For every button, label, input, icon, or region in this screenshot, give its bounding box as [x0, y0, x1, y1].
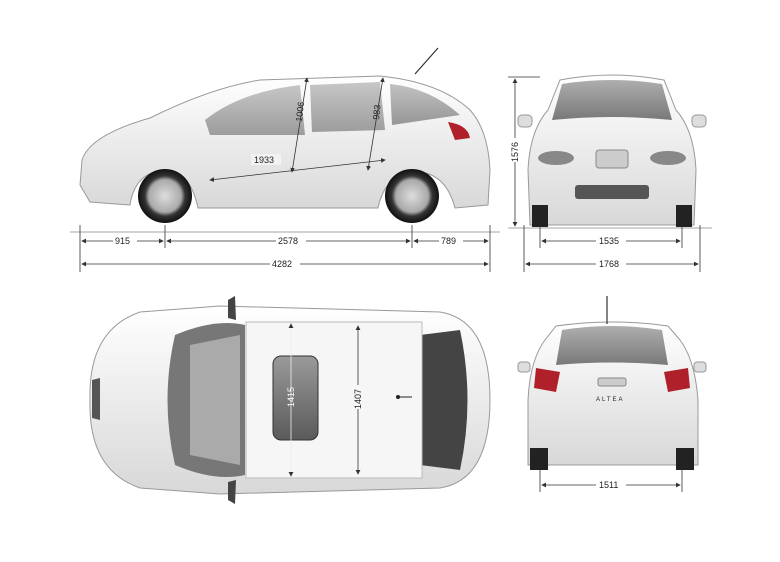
sunroof — [272, 355, 319, 441]
rear-interior-width-label: 1407 — [353, 389, 363, 409]
interior-length-label: 1933 — [254, 155, 274, 165]
overall-length-label: 4282 — [272, 259, 292, 269]
model-badge: ALTEA — [596, 397, 625, 403]
front-wheel — [138, 169, 192, 223]
front-headroom-label: 1006 — [294, 101, 306, 122]
rear-track-label: 1511 — [599, 480, 618, 490]
rear-view-car: ALTEA — [517, 296, 707, 470]
antenna — [414, 47, 439, 75]
front-interior-width-label: 1415 — [286, 387, 296, 407]
front-view-car — [517, 74, 707, 227]
height-label: 1576 — [510, 142, 520, 162]
wheelbase-label: 2578 — [278, 236, 298, 246]
overall-width-label: 1768 — [599, 259, 619, 269]
front-track-label: 1535 — [599, 236, 619, 246]
side-interior-dimensions: 1006 983 1933 — [209, 77, 386, 182]
rear-headroom-label: 983 — [371, 104, 383, 120]
side-view-car — [79, 47, 491, 223]
front-overhang-label: 915 — [115, 236, 130, 246]
rear-overhang-label: 789 — [441, 236, 456, 246]
rear-wheel — [385, 169, 439, 223]
